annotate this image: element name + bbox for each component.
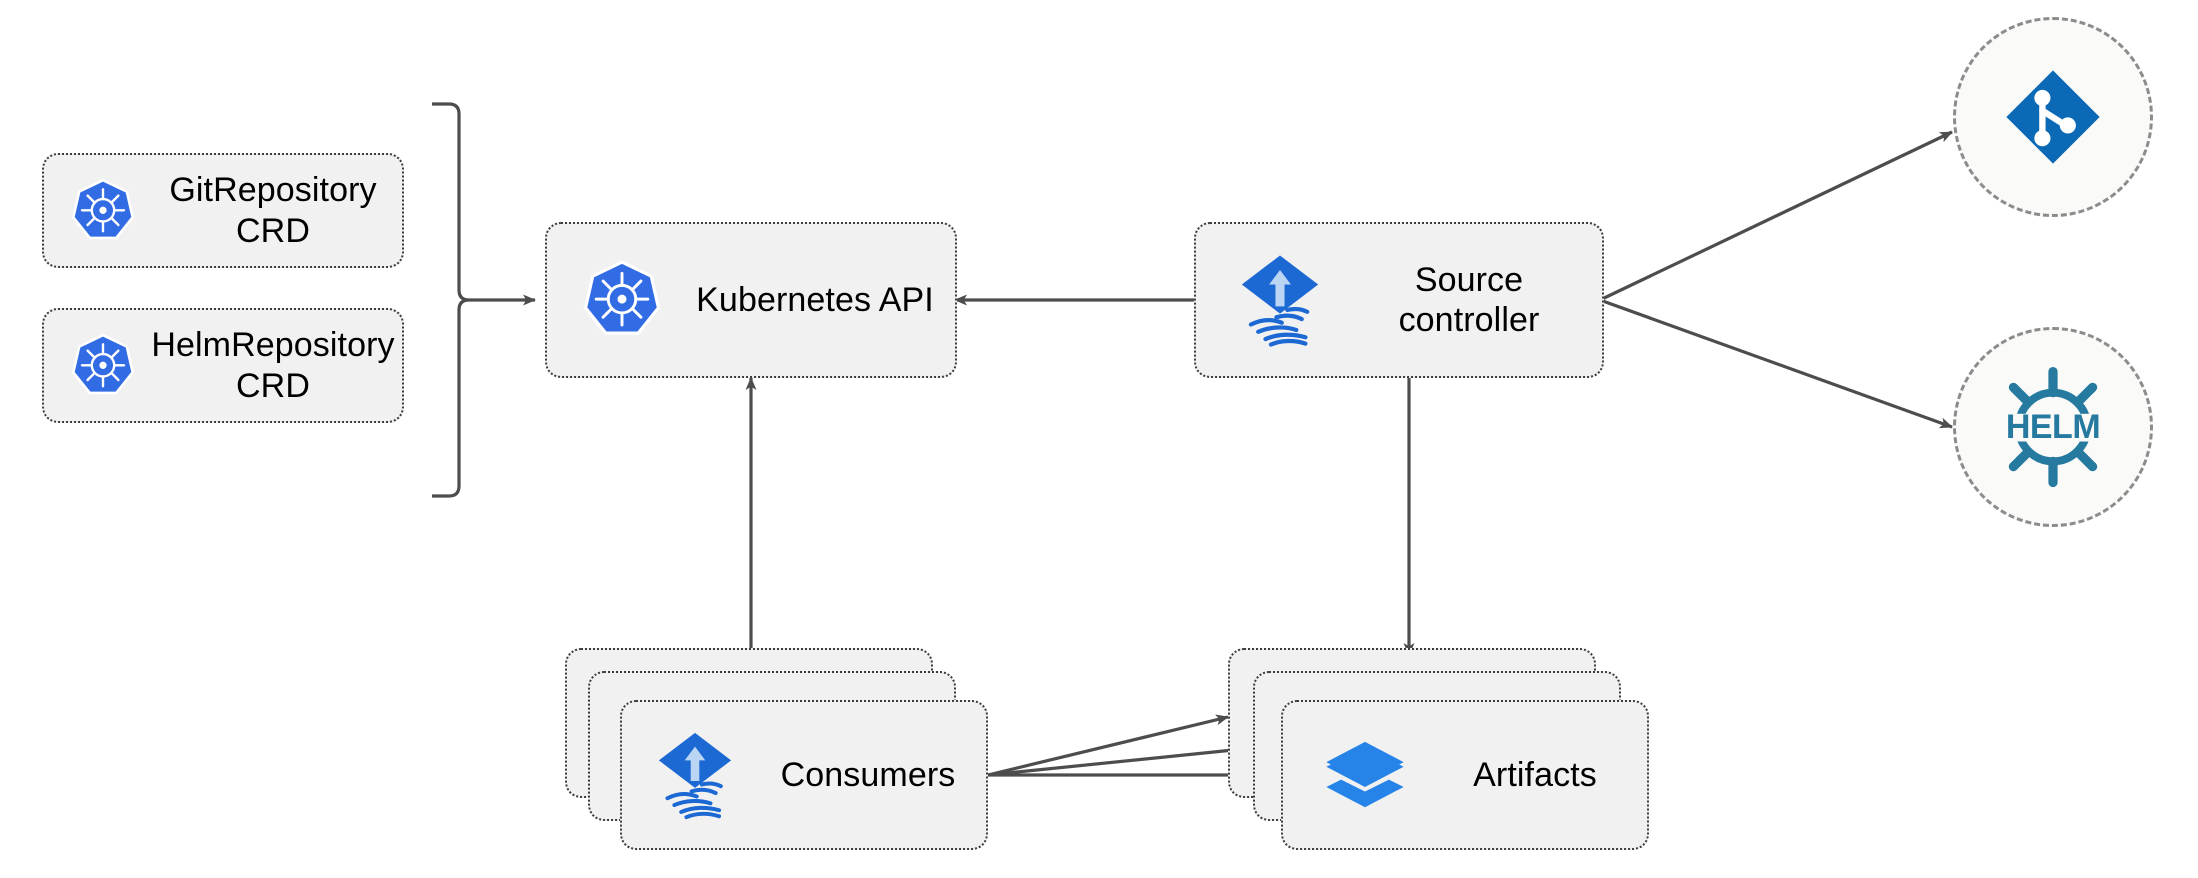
node-kubernetes-api-label: Kubernetes API <box>696 280 934 319</box>
node-helm-repository-crd[interactable]: HelmRepository CRD <box>42 308 404 423</box>
edge-source-controller-to-git <box>1599 130 1953 302</box>
node-source-controller[interactable]: Source controller <box>1194 222 1604 378</box>
node-consumers-label: Consumers <box>780 755 956 794</box>
node-helm-source[interactable]: HELM <box>1953 327 2153 527</box>
kubernetes-icon <box>68 176 138 246</box>
node-git-repository-crd-label: GitRepository CRD <box>169 171 377 250</box>
node-git-repository-crd[interactable]: GitRepository CRD <box>42 153 404 268</box>
kubernetes-icon <box>579 257 665 343</box>
node-source-controller-label: Source controller <box>1398 260 1540 339</box>
node-artifacts-label: Artifacts <box>1473 755 1597 794</box>
edge-crd-group-bracket <box>432 102 536 498</box>
node-helm-repository-crd-label: HelmRepository CRD <box>151 326 395 405</box>
node-consumers[interactable]: Consumers <box>620 700 988 850</box>
flux-icon <box>652 727 738 823</box>
edge-source-controller-to-helm <box>1599 298 1953 429</box>
node-kubernetes-api[interactable]: Kubernetes API <box>545 222 957 378</box>
node-git-source[interactable] <box>1953 17 2153 217</box>
node-artifacts[interactable]: Artifacts <box>1281 700 1649 850</box>
helm-wordmark: HELM <box>2005 407 2101 446</box>
layers-icon <box>1319 729 1411 821</box>
flux-icon <box>1234 250 1326 350</box>
helm-icon: HELM <box>1987 361 2119 493</box>
git-icon <box>2000 64 2106 170</box>
kubernetes-icon <box>68 331 138 401</box>
